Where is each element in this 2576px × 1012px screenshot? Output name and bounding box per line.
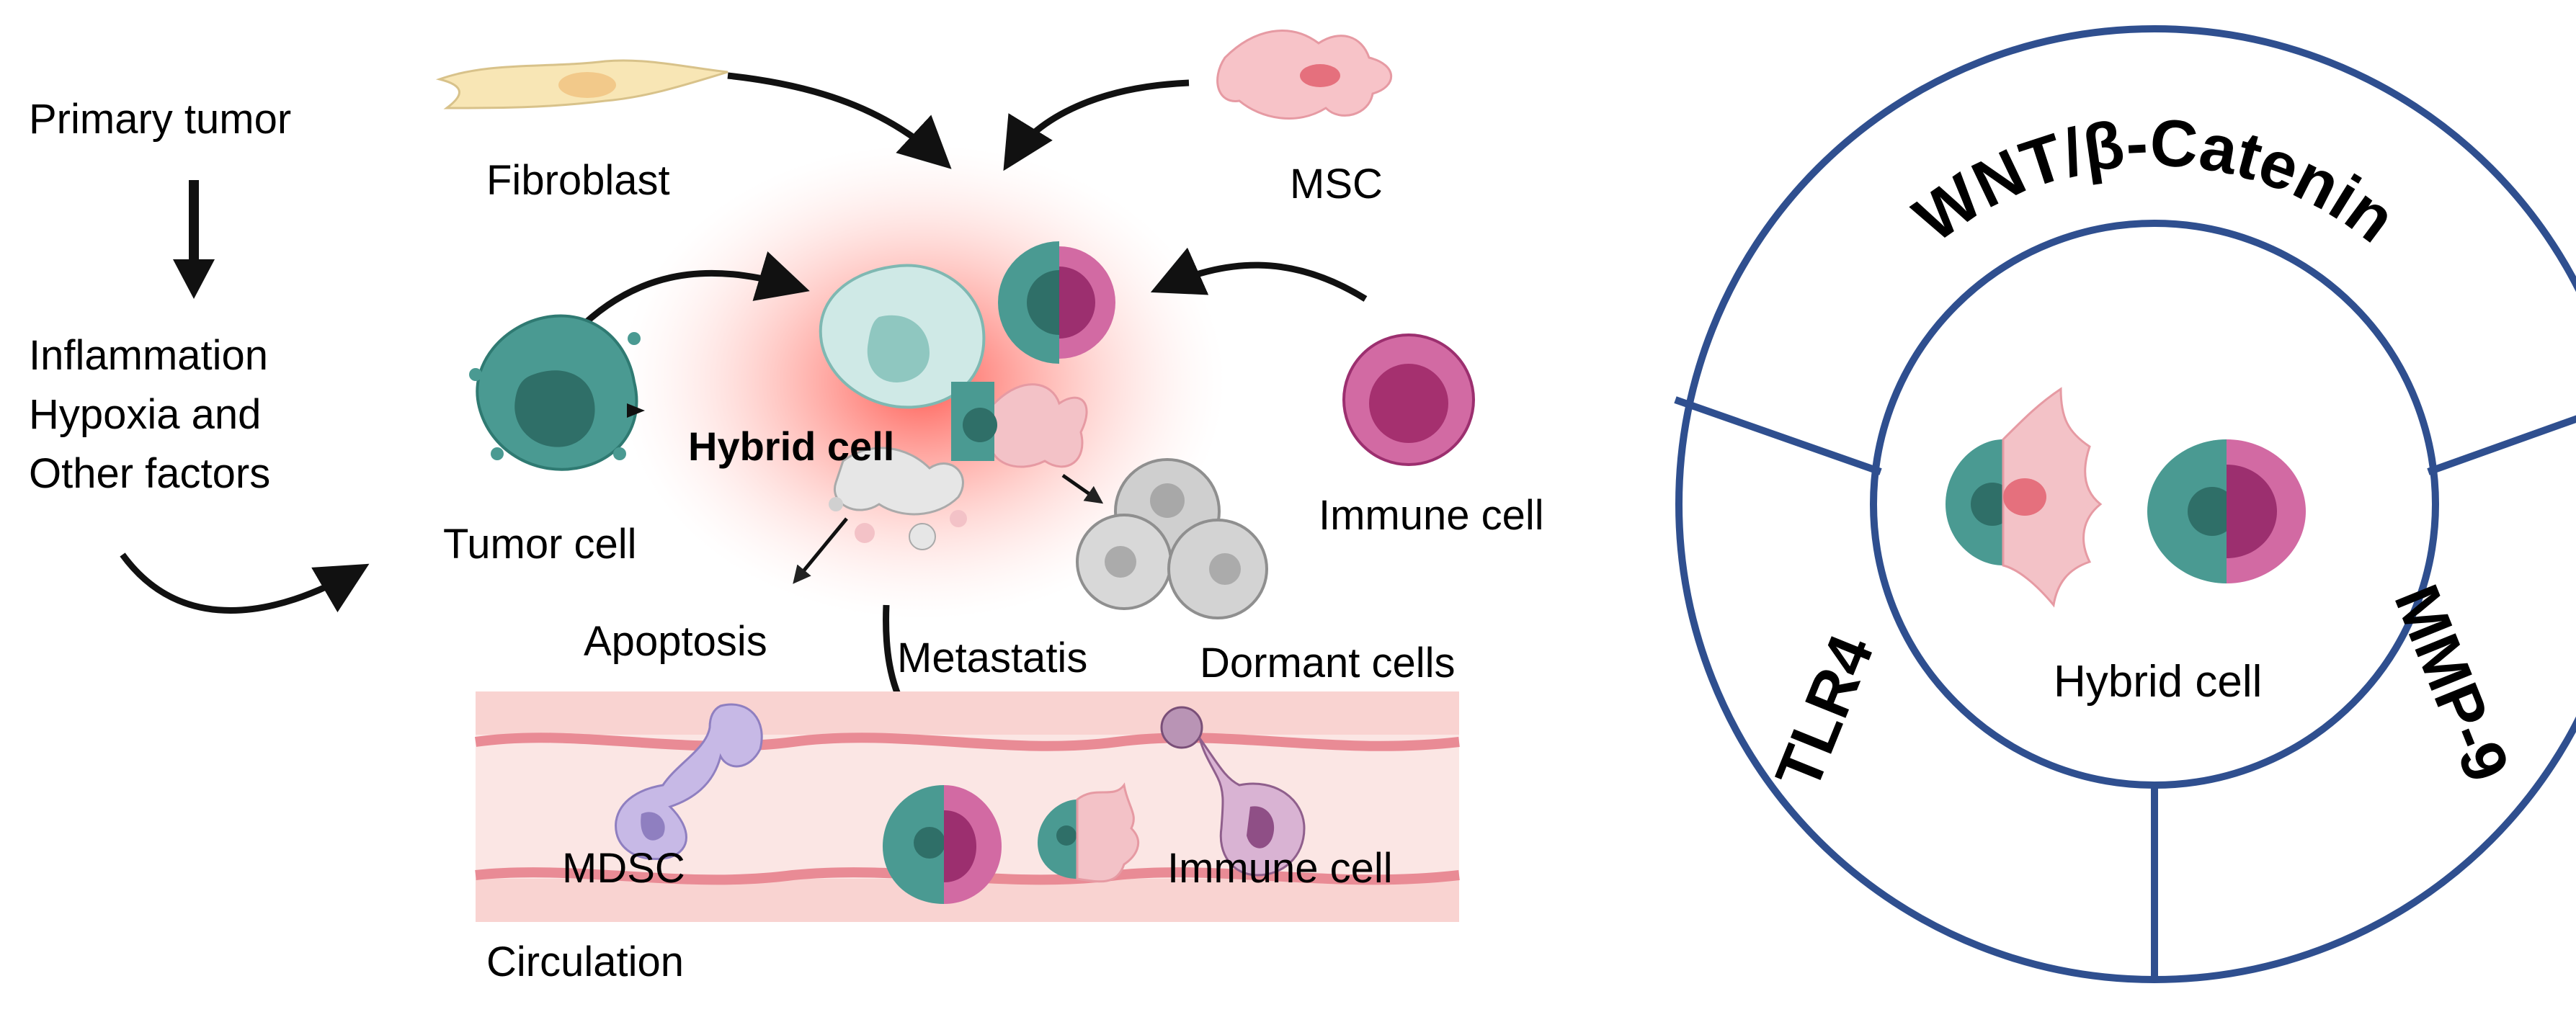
ring-divider [2427,415,2576,475]
curved-arrow-to-tumor [120,552,370,614]
metastasis-label: Metastatis [897,635,1088,681]
msc-label: MSC [1290,161,1383,207]
tumor-cell-arrow [574,251,810,334]
tumor-cell-label: Tumor cell [443,521,637,568]
msc-cell [1216,30,1393,120]
mdsc-label: MDSC [562,845,685,892]
mdsc-cell [615,703,763,861]
msc-arrow [1003,79,1190,171]
dormant-cells-label: Dormant cells [1200,640,1456,686]
circulating-fused-cell [1038,782,1140,883]
ring-hybrid-cell [1946,387,2306,608]
circulating-hybrid-cell [883,785,1002,904]
pathway-right-label: MMP-9 [2381,576,2523,792]
immune-cell-label: Immune cell [1319,492,1544,539]
factor-other-label: Other factors [29,450,271,497]
factor-hypoxia-label: Hypoxia and [29,391,262,438]
hybrid-cell-label: Hybrid cell [688,424,895,469]
factor-inflammation-label: Inflammation [29,332,269,379]
hybrid-cell-cluster [819,241,1115,550]
dormant-cells [1076,458,1268,619]
apoptosis-label: Apoptosis [584,618,767,665]
primary-tumor-label: Primary tumor [29,96,292,143]
ring-hybrid-cell-label: Hybrid cell [2054,657,2263,707]
pathway-ring [1674,25,2576,983]
immune-cell [1342,333,1475,466]
circulating-immune-cell [1160,706,1306,877]
fibroblast-label: Fibroblast [486,157,670,204]
dormant-arrow [1061,473,1104,504]
down-arrow-icon [173,180,215,299]
circulation-label: Circulation [486,939,684,985]
pathway-left-label: TLR4 [1762,625,1887,799]
ring-divider [1674,396,1882,475]
fibroblast-arrow [727,72,952,169]
immune-cell-arrow [1150,247,1368,302]
fibroblast-cell [435,59,728,109]
pathway-top-label: WNT/β-Catenin [1902,106,2409,256]
apoptosis-arrow [793,517,848,584]
circulation-immune-cell-label: Immune cell [1167,845,1393,892]
tumor-cell [469,314,645,471]
